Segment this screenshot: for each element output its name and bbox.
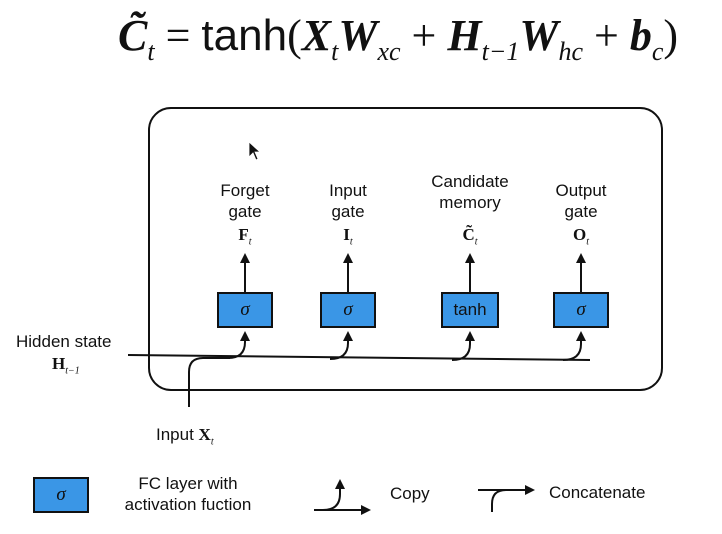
forget-gate-label-line2: gate xyxy=(228,202,262,221)
input-symbol-sub: t xyxy=(210,436,214,448)
input-gate-symbol-sub: t xyxy=(349,236,353,248)
formula-open: ( xyxy=(287,11,302,60)
legend-copy-label: Copy xyxy=(390,484,430,503)
formula-b-sub: c xyxy=(651,37,664,66)
forget-gate-symbol-main: F xyxy=(238,225,249,244)
formula-wh: W xyxy=(519,11,559,60)
legend-fc-label: FC layer with activation fuction xyxy=(108,473,268,515)
hidden-state-symbol-main: H xyxy=(52,354,66,373)
formula-wx-sub: xc xyxy=(377,37,401,66)
candidate-memory-symbol-main: C̃ xyxy=(462,225,475,244)
forget-gate-label: Forget gate xyxy=(205,180,285,222)
candidate-memory-symbol-sub: t xyxy=(474,236,478,248)
output-in-arrow xyxy=(562,331,586,361)
formula-h-sub: t−1 xyxy=(481,37,520,66)
input-line xyxy=(188,357,230,407)
formula-lhs-sub: t xyxy=(147,37,155,66)
hidden-state-symbol: Ht−1 xyxy=(52,354,112,376)
input-gate-label: Input gate xyxy=(308,180,388,222)
formula-x-sub: t xyxy=(331,37,339,66)
forget-gate-symbol-sub: t xyxy=(248,236,252,248)
output-gate-label: Output gate xyxy=(541,180,621,222)
formula-func: tanh xyxy=(201,11,288,60)
output-gate-symbol-sub: t xyxy=(586,236,589,248)
candidate-memory-label: Candidate memory xyxy=(420,171,520,213)
formula-eq: = xyxy=(165,11,191,60)
output-gate-symbol-main: O xyxy=(572,225,587,244)
lstm-container xyxy=(148,107,663,391)
candidate-memory-label-line2: memory xyxy=(439,193,501,212)
candidate-in-arrow xyxy=(451,331,475,361)
output-gate-label-line1: Output xyxy=(555,181,607,200)
input-symbol: Xt xyxy=(198,425,214,448)
forget-gate-box: σ xyxy=(217,292,273,328)
formula-lhs: C̃ xyxy=(118,11,148,60)
forget-gate-label-line1: Forget xyxy=(220,181,270,200)
input-gate-symbol-main: I xyxy=(343,225,350,244)
input-label: Input Xt xyxy=(156,424,266,452)
concatenate-icon xyxy=(478,489,520,512)
formula-b: b xyxy=(629,11,652,60)
candidate-memory-label-line1: Candidate xyxy=(431,172,509,191)
input-gate-label-line1: Input xyxy=(329,181,367,200)
formula-close: ) xyxy=(663,11,679,60)
input-symbol-main: X xyxy=(198,425,211,444)
legend-fc-box: σ xyxy=(33,477,89,513)
forget-in-arrow xyxy=(227,331,250,359)
forget-gate-symbol: Ft xyxy=(225,225,265,247)
input-in-arrow xyxy=(329,331,353,360)
output-gate-symbol: Ot xyxy=(561,225,601,247)
formula-wh-sub: hc xyxy=(558,37,584,66)
input-gate-symbol: It xyxy=(328,225,368,247)
legend-fc-label-line1: FC layer with xyxy=(138,474,238,493)
formula-h: H xyxy=(447,11,482,60)
input-gate-box: σ xyxy=(320,292,376,328)
formula-x: X xyxy=(301,11,332,60)
formula-plus2: + xyxy=(594,11,619,60)
candidate-memory-box: tanh xyxy=(441,292,499,328)
formula-plus1: + xyxy=(411,11,437,60)
input-gate-label-line2: gate xyxy=(331,202,365,221)
formula-wx: W xyxy=(338,11,378,60)
hidden-state-symbol-sub: t−1 xyxy=(65,365,80,377)
candidate-memory-symbol: C̃t xyxy=(450,225,490,247)
legend-fc-label-line2: activation fuction xyxy=(124,495,252,514)
mouse-cursor-icon xyxy=(248,141,262,161)
hidden-state-line xyxy=(127,354,591,361)
formula: C̃t = tanh(XtWxc + Ht−1Whc + bc) xyxy=(118,10,718,80)
output-gate-label-line2: gate xyxy=(564,202,598,221)
hidden-state-label: Hidden state xyxy=(16,332,112,351)
output-gate-box: σ xyxy=(553,292,609,328)
input-label-text: Input xyxy=(156,425,194,444)
legend-concatenate-label: Concatenate xyxy=(549,483,646,502)
